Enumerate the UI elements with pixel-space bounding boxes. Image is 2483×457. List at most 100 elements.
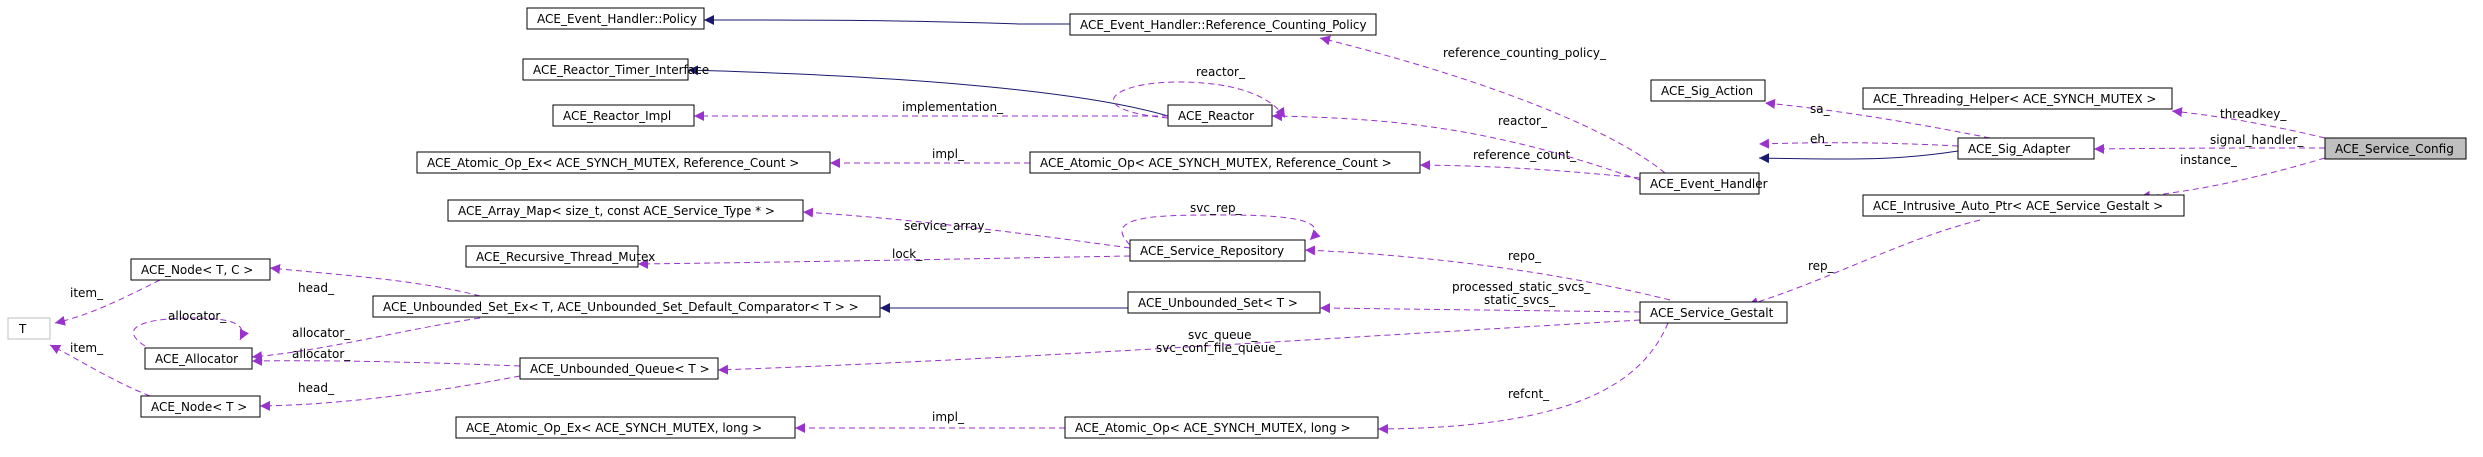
node-allocator[interactable]: ACE_Allocator xyxy=(144,347,253,370)
label-eh: eh_ xyxy=(1810,132,1832,146)
label-head-tc: head_ xyxy=(298,281,335,295)
edge-gestalt-uses-queue xyxy=(717,319,1641,375)
edge-gestalt-uses-atomiclong xyxy=(1377,322,1669,434)
edge-reactor-inherits-timer-interface xyxy=(687,65,1169,117)
svg-text:ACE_Array_Map< size_t, const A: ACE_Array_Map< size_t, const ACE_Service… xyxy=(458,204,775,218)
svg-text:ACE_Unbounded_Set< T >: ACE_Unbounded_Set< T > xyxy=(1138,296,1298,310)
label-impl-long: impl_ xyxy=(932,410,965,424)
edge-reactor-self-loop xyxy=(1113,81,1286,119)
label-refcnt: refcnt_ xyxy=(1508,387,1550,401)
node-unbounded-set-ex[interactable]: ACE_Unbounded_Set_Ex< T, ACE_Unbounded_S… xyxy=(372,295,881,318)
edge-queue-uses-nodet xyxy=(259,375,521,411)
svg-text:ACE_Sig_Action: ACE_Sig_Action xyxy=(1661,84,1753,98)
edge-repo-uses-arraymap xyxy=(802,207,1131,249)
svg-text:ACE_Atomic_Op< ACE_SYNCH_MUTEX: ACE_Atomic_Op< ACE_SYNCH_MUTEX, Referenc… xyxy=(1040,156,1392,170)
node-sig-adapter[interactable]: ACE_Sig_Adapter xyxy=(1957,137,2095,160)
node-reactor-impl[interactable]: ACE_Reactor_Impl xyxy=(552,104,695,127)
label-service-array: service_array_ xyxy=(904,219,991,233)
svg-text:T: T xyxy=(18,322,27,336)
svg-text:ACE_Reactor_Timer_Interface: ACE_Reactor_Timer_Interface xyxy=(533,63,709,77)
edge-nodet-uses-t xyxy=(49,344,151,397)
node-t[interactable]: T xyxy=(7,317,51,340)
svg-text:ACE_Atomic_Op_Ex< ACE_SYNCH_MU: ACE_Atomic_Op_Ex< ACE_SYNCH_MUTEX, long … xyxy=(466,421,762,435)
svg-text:ACE_Node< T >: ACE_Node< T > xyxy=(151,400,247,414)
node-service-config[interactable]: ACE_Service_Config xyxy=(2324,137,2467,160)
node-node-t[interactable]: ACE_Node< T > xyxy=(140,395,261,418)
edge-repo-self-loop xyxy=(1121,214,1321,246)
label-processed-static-svcs: processed_static_svcs_ xyxy=(1452,280,1591,294)
svg-text:ACE_Allocator: ACE_Allocator xyxy=(155,352,238,366)
edge-config-uses-sigadapter xyxy=(2093,143,2326,154)
node-service-repository[interactable]: ACE_Service_Repository xyxy=(1129,239,1306,262)
svg-text:ACE_Intrusive_Auto_Ptr< ACE_Se: ACE_Intrusive_Auto_Ptr< ACE_Service_Gest… xyxy=(1873,199,2163,213)
node-event-handler-policy[interactable]: ACE_Event_Handler::Policy xyxy=(526,7,705,30)
node-reactor[interactable]: ACE_Reactor xyxy=(1167,104,1273,127)
svg-text:ACE_Node< T, C >: ACE_Node< T, C > xyxy=(141,263,253,277)
node-recursive-thread-mutex[interactable]: ACE_Recursive_Thread_Mutex xyxy=(465,245,655,268)
label-allocator-queue: allocator_ xyxy=(292,347,351,361)
label-allocator-set: allocator_ xyxy=(292,326,351,340)
svg-text:ACE_Reactor_Impl: ACE_Reactor_Impl xyxy=(563,109,671,123)
svg-text:ACE_Unbounded_Queue< T >: ACE_Unbounded_Queue< T > xyxy=(530,362,710,376)
edge-allocator-self-loop xyxy=(133,317,249,347)
edge-gestalt-uses-repo xyxy=(1304,245,1671,301)
svg-text:ACE_Event_Handler: ACE_Event_Handler xyxy=(1650,177,1768,191)
node-intrusive-auto-ptr[interactable]: ACE_Intrusive_Auto_Ptr< ACE_Service_Gest… xyxy=(1862,194,2185,217)
label-sa: sa_ xyxy=(1810,102,1831,116)
node-unbounded-set[interactable]: ACE_Unbounded_Set< T > xyxy=(1127,291,1321,314)
edge-eventhandler-uses-atomicref xyxy=(1419,160,1641,179)
label-impl-ref: impl_ xyxy=(932,147,965,161)
label-threadkey: threadkey_ xyxy=(2220,107,2287,121)
label-svc-queue: svc_queue_ xyxy=(1188,328,1259,342)
edge-sigadapter-uses-eventhandler xyxy=(1758,138,1959,149)
node-unbounded-queue[interactable]: ACE_Unbounded_Queue< T > xyxy=(519,357,719,380)
svg-text:ACE_Atomic_Op< ACE_SYNCH_MUTEX: ACE_Atomic_Op< ACE_SYNCH_MUTEX, long > xyxy=(1075,421,1351,435)
node-service-gestalt[interactable]: ACE_Service_Gestalt xyxy=(1639,301,1788,324)
label-instance: instance_ xyxy=(2180,153,2238,167)
node-threading-helper[interactable]: ACE_Threading_Helper< ACE_SYNCH_MUTEX > xyxy=(1862,87,2173,110)
node-sig-action[interactable]: ACE_Sig_Action xyxy=(1650,79,1766,102)
svg-text:ACE_Threading_Helper< ACE_SYNC: ACE_Threading_Helper< ACE_SYNCH_MUTEX > xyxy=(1873,92,2156,106)
edge-queue-uses-allocator xyxy=(251,355,521,367)
edge-setex-uses-allocator xyxy=(251,317,481,362)
edge-sigadapter-uses-sigaction xyxy=(1764,98,1991,139)
label-svc-conf-file-queue: svc_conf_file_queue_ xyxy=(1156,341,1283,355)
label-allocator-self: allocator_ xyxy=(168,309,227,323)
label-lock: lock_ xyxy=(892,247,923,261)
label-repo: repo_ xyxy=(1508,249,1542,263)
node-atomic-op-long[interactable]: ACE_Atomic_Op< ACE_SYNCH_MUTEX, long > xyxy=(1064,416,1379,439)
svg-text:ACE_Reactor: ACE_Reactor xyxy=(1178,109,1254,123)
svg-text:ACE_Atomic_Op_Ex< ACE_SYNCH_MU: ACE_Atomic_Op_Ex< ACE_SYNCH_MUTEX, Refer… xyxy=(427,156,799,170)
node-atomic-op-ex-long[interactable]: ACE_Atomic_Op_Ex< ACE_SYNCH_MUTEX, long … xyxy=(455,416,796,439)
label-signal-handler: signal_handler_ xyxy=(2210,133,2304,147)
svg-text:ACE_Event_Handler::Policy: ACE_Event_Handler::Policy xyxy=(537,12,697,26)
svg-text:ACE_Sig_Adapter: ACE_Sig_Adapter xyxy=(1968,142,2070,156)
svg-text:ACE_Event_Handler::Reference_C: ACE_Event_Handler::Reference_Counting_Po… xyxy=(1080,18,1367,32)
edge-sigadapter-inherits-eventhandler xyxy=(1758,150,1959,164)
node-atomic-op-reference-count[interactable]: ACE_Atomic_Op< ACE_SYNCH_MUTEX, Referenc… xyxy=(1029,151,1421,174)
node-event-handler[interactable]: ACE_Event_Handler xyxy=(1639,172,1768,195)
node-atomic-op-ex-reference-count[interactable]: ACE_Atomic_Op_Ex< ACE_SYNCH_MUTEX, Refer… xyxy=(416,151,831,174)
label-reference-counting-policy: reference_counting_policy_ xyxy=(1443,46,1607,60)
node-reactor-timer-interface[interactable]: ACE_Reactor_Timer_Interface xyxy=(522,58,709,81)
node-node-t-c[interactable]: ACE_Node< T, C > xyxy=(130,258,271,281)
edge-intrusiveptr-uses-gestalt xyxy=(1747,219,1981,307)
edge-eventhandler-uses-reactor xyxy=(1271,111,1641,181)
label-svc-rep: svc_rep_ xyxy=(1190,201,1243,215)
svg-text:ACE_Unbounded_Set_Ex< T, ACE_U: ACE_Unbounded_Set_Ex< T, ACE_Unbounded_S… xyxy=(383,300,859,314)
svg-text:ACE_Service_Gestalt: ACE_Service_Gestalt xyxy=(1650,306,1774,320)
label-reference-count: reference_count_ xyxy=(1473,148,1577,162)
label-reactor: reactor_ xyxy=(1498,114,1548,128)
label-reactor-self: reactor_ xyxy=(1196,65,1246,79)
edge-refpolicy-inherits-policy xyxy=(703,15,1070,26)
edge-config-uses-intrusiveptr xyxy=(2139,157,2326,201)
label-static-svcs: static_svcs_ xyxy=(1484,293,1556,307)
label-item-tc: item_ xyxy=(70,286,104,300)
edge-config-uses-threadinghelper xyxy=(2171,107,2326,139)
node-reference-counting-policy[interactable]: ACE_Event_Handler::Reference_Counting_Po… xyxy=(1069,13,1377,36)
node-array-map[interactable]: ACE_Array_Map< size_t, const ACE_Service… xyxy=(447,199,804,222)
label-head-t: head_ xyxy=(298,381,335,395)
edge-gestalt-uses-unboundedset xyxy=(1319,303,1641,314)
